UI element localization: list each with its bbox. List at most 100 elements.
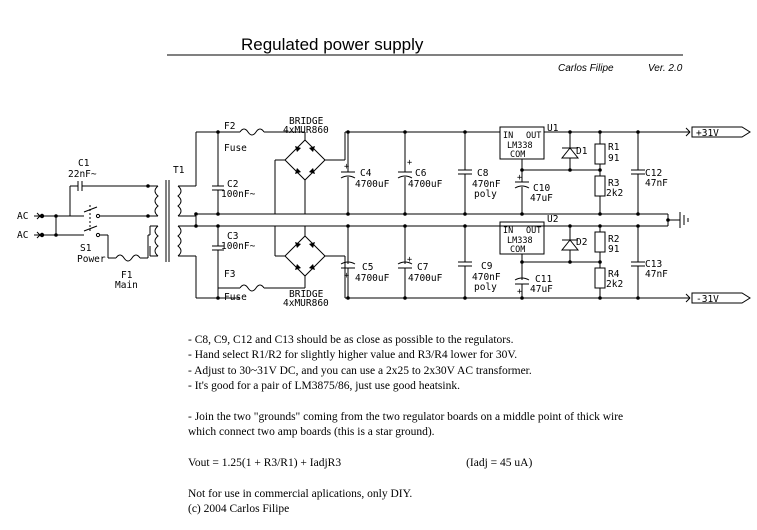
svg-text:470nF: 470nF	[472, 179, 501, 190]
svg-text:COM: COM	[510, 150, 525, 160]
svg-text:47uF: 47uF	[530, 284, 553, 295]
note-line: - C8, C9, C12 and C13 should be as close…	[188, 334, 514, 346]
formula: Vout = 1.25(1 + R3/R1) + IadjR3	[188, 457, 342, 470]
svg-text:C4: C4	[360, 168, 372, 179]
svg-text:C5: C5	[362, 262, 373, 273]
svg-text:47uF: 47uF	[530, 193, 553, 204]
svg-text:+31V: +31V	[696, 128, 719, 139]
spacer	[188, 472, 623, 487]
ac-input: AC AC C1 22nF~ S1 Power F1 Main	[17, 158, 150, 291]
svg-text:2k2: 2k2	[606, 188, 623, 199]
svg-text:+: +	[517, 173, 522, 183]
svg-text:+: +	[517, 287, 522, 297]
svg-text:4xMUR860: 4xMUR860	[283, 125, 329, 136]
svg-text:+: +	[407, 158, 412, 168]
svg-text:+: +	[407, 255, 412, 265]
s1-label: S1	[80, 243, 92, 254]
svg-text:D1: D1	[576, 146, 588, 157]
design-notes: - C8, C9, C12 and C13 should be as close…	[188, 333, 623, 518]
svg-text:C12: C12	[645, 168, 662, 179]
svg-text:C10: C10	[533, 183, 550, 194]
svg-text:91: 91	[608, 244, 620, 255]
c8-c9: C8 470nF poly C9 470nF poly	[458, 130, 501, 300]
transformer-t1: T1	[149, 132, 198, 298]
svg-text:D2: D2	[576, 237, 587, 248]
svg-text:R2: R2	[608, 234, 619, 245]
c2-f2: F2 Fuse C2 100nF~	[212, 121, 305, 216]
svg-text:AC: AC	[17, 230, 28, 241]
version: Ver. 2.0	[648, 63, 683, 74]
svg-text:U1: U1	[547, 123, 559, 134]
iadj: (Iadj = 45 uA)	[466, 457, 533, 470]
c5-c7: + C5 4700uF + C7 4700uF	[340, 224, 443, 300]
svg-text:R3: R3	[608, 178, 619, 189]
svg-text:C9: C9	[481, 261, 493, 272]
svg-text:+: +	[344, 271, 349, 281]
svg-text:91: 91	[608, 153, 620, 164]
c4-c6: + C4 4700uF + C6 4700uF	[340, 130, 443, 216]
svg-text:T1: T1	[173, 165, 185, 176]
svg-text:F2: F2	[224, 121, 235, 132]
f1-label: F1	[121, 270, 133, 281]
svg-text:poly: poly	[474, 282, 497, 293]
note-line: - Adjust to 30~31V DC, and you can use a…	[188, 364, 532, 377]
svg-text:47nF: 47nF	[645, 269, 668, 280]
bridge-bottom: BRIDGE 4xMUR860	[274, 226, 346, 309]
note-line: (c) 2004 Carlos Filipe	[188, 503, 290, 516]
svg-text:IN: IN	[503, 226, 513, 236]
note-line	[188, 441, 623, 456]
note-line: which connect two amp boards (this is a …	[188, 426, 435, 439]
svg-text:100nF~: 100nF~	[221, 241, 256, 252]
svg-text:470nF: 470nF	[472, 272, 501, 283]
svg-text:100nF~: 100nF~	[221, 189, 256, 200]
svg-text:4700uF: 4700uF	[408, 179, 443, 190]
svg-text:4xMUR860: 4xMUR860	[283, 298, 329, 309]
c3-f3: F3 Fuse C3 100nF~	[212, 224, 284, 303]
svg-text:C13: C13	[645, 259, 662, 270]
note-line: - Join the two "grounds" coming from the…	[188, 411, 624, 424]
svg-text:COM: COM	[510, 245, 525, 255]
svg-text:C7: C7	[417, 262, 428, 273]
svg-text:C6: C6	[415, 168, 427, 179]
svg-text:4700uF: 4700uF	[355, 273, 390, 284]
svg-text:LM338: LM338	[507, 141, 533, 151]
svg-text:Fuse: Fuse	[224, 143, 247, 154]
svg-text:BRIDGE: BRIDGE	[289, 116, 324, 127]
svg-text:OUT: OUT	[526, 226, 541, 236]
svg-text:4700uF: 4700uF	[355, 179, 390, 190]
svg-text:C2: C2	[227, 179, 238, 190]
s1-value: Power	[77, 254, 106, 265]
svg-text:C3: C3	[227, 231, 238, 242]
svg-text:R1: R1	[608, 142, 620, 153]
svg-text:4700uF: 4700uF	[408, 273, 443, 284]
f1-value: Main	[115, 280, 138, 291]
c1-value: 22nF~	[68, 169, 97, 180]
c1-label: C1	[78, 158, 90, 169]
svg-text:+: +	[344, 162, 349, 172]
svg-text:U2: U2	[547, 214, 558, 225]
svg-text:-31V: -31V	[696, 294, 719, 305]
note-line	[188, 395, 623, 410]
svg-text:F3: F3	[224, 269, 235, 280]
svg-text:C8: C8	[477, 168, 489, 179]
svg-text:AC: AC	[17, 211, 28, 222]
regulator-u2: IN OUT LM338 COM U2 + C11 47uF D2 R2 91	[499, 214, 751, 305]
formula-line: Vout = 1.25(1 + R3/R1) + IadjR3 (Iadj = 4…	[188, 456, 623, 471]
svg-text:poly: poly	[474, 189, 497, 200]
note-line: - Hand select R1/R2 for slightly higher …	[188, 349, 518, 362]
svg-text:LM338: LM338	[507, 236, 533, 246]
svg-text:IN: IN	[503, 131, 513, 141]
svg-text:47nF: 47nF	[645, 178, 668, 189]
svg-text:R4: R4	[608, 269, 620, 280]
svg-text:OUT: OUT	[526, 131, 541, 141]
regulator-u1: IN OUT LM338 COM U1 + C10 47uF D1 R1 91	[499, 123, 751, 216]
page-title: Regulated power supply	[241, 35, 424, 54]
note-line: - It's good for a pair of LM3875/86, jus…	[188, 380, 460, 393]
svg-text:C11: C11	[535, 274, 552, 285]
svg-text:BRIDGE: BRIDGE	[289, 289, 324, 300]
svg-text:2k2: 2k2	[606, 279, 623, 290]
note-line: Not for use in commercial aplications, o…	[188, 488, 413, 501]
author: Carlos Filipe	[558, 63, 614, 74]
bridge-top: BRIDGE 4xMUR860	[274, 116, 346, 214]
